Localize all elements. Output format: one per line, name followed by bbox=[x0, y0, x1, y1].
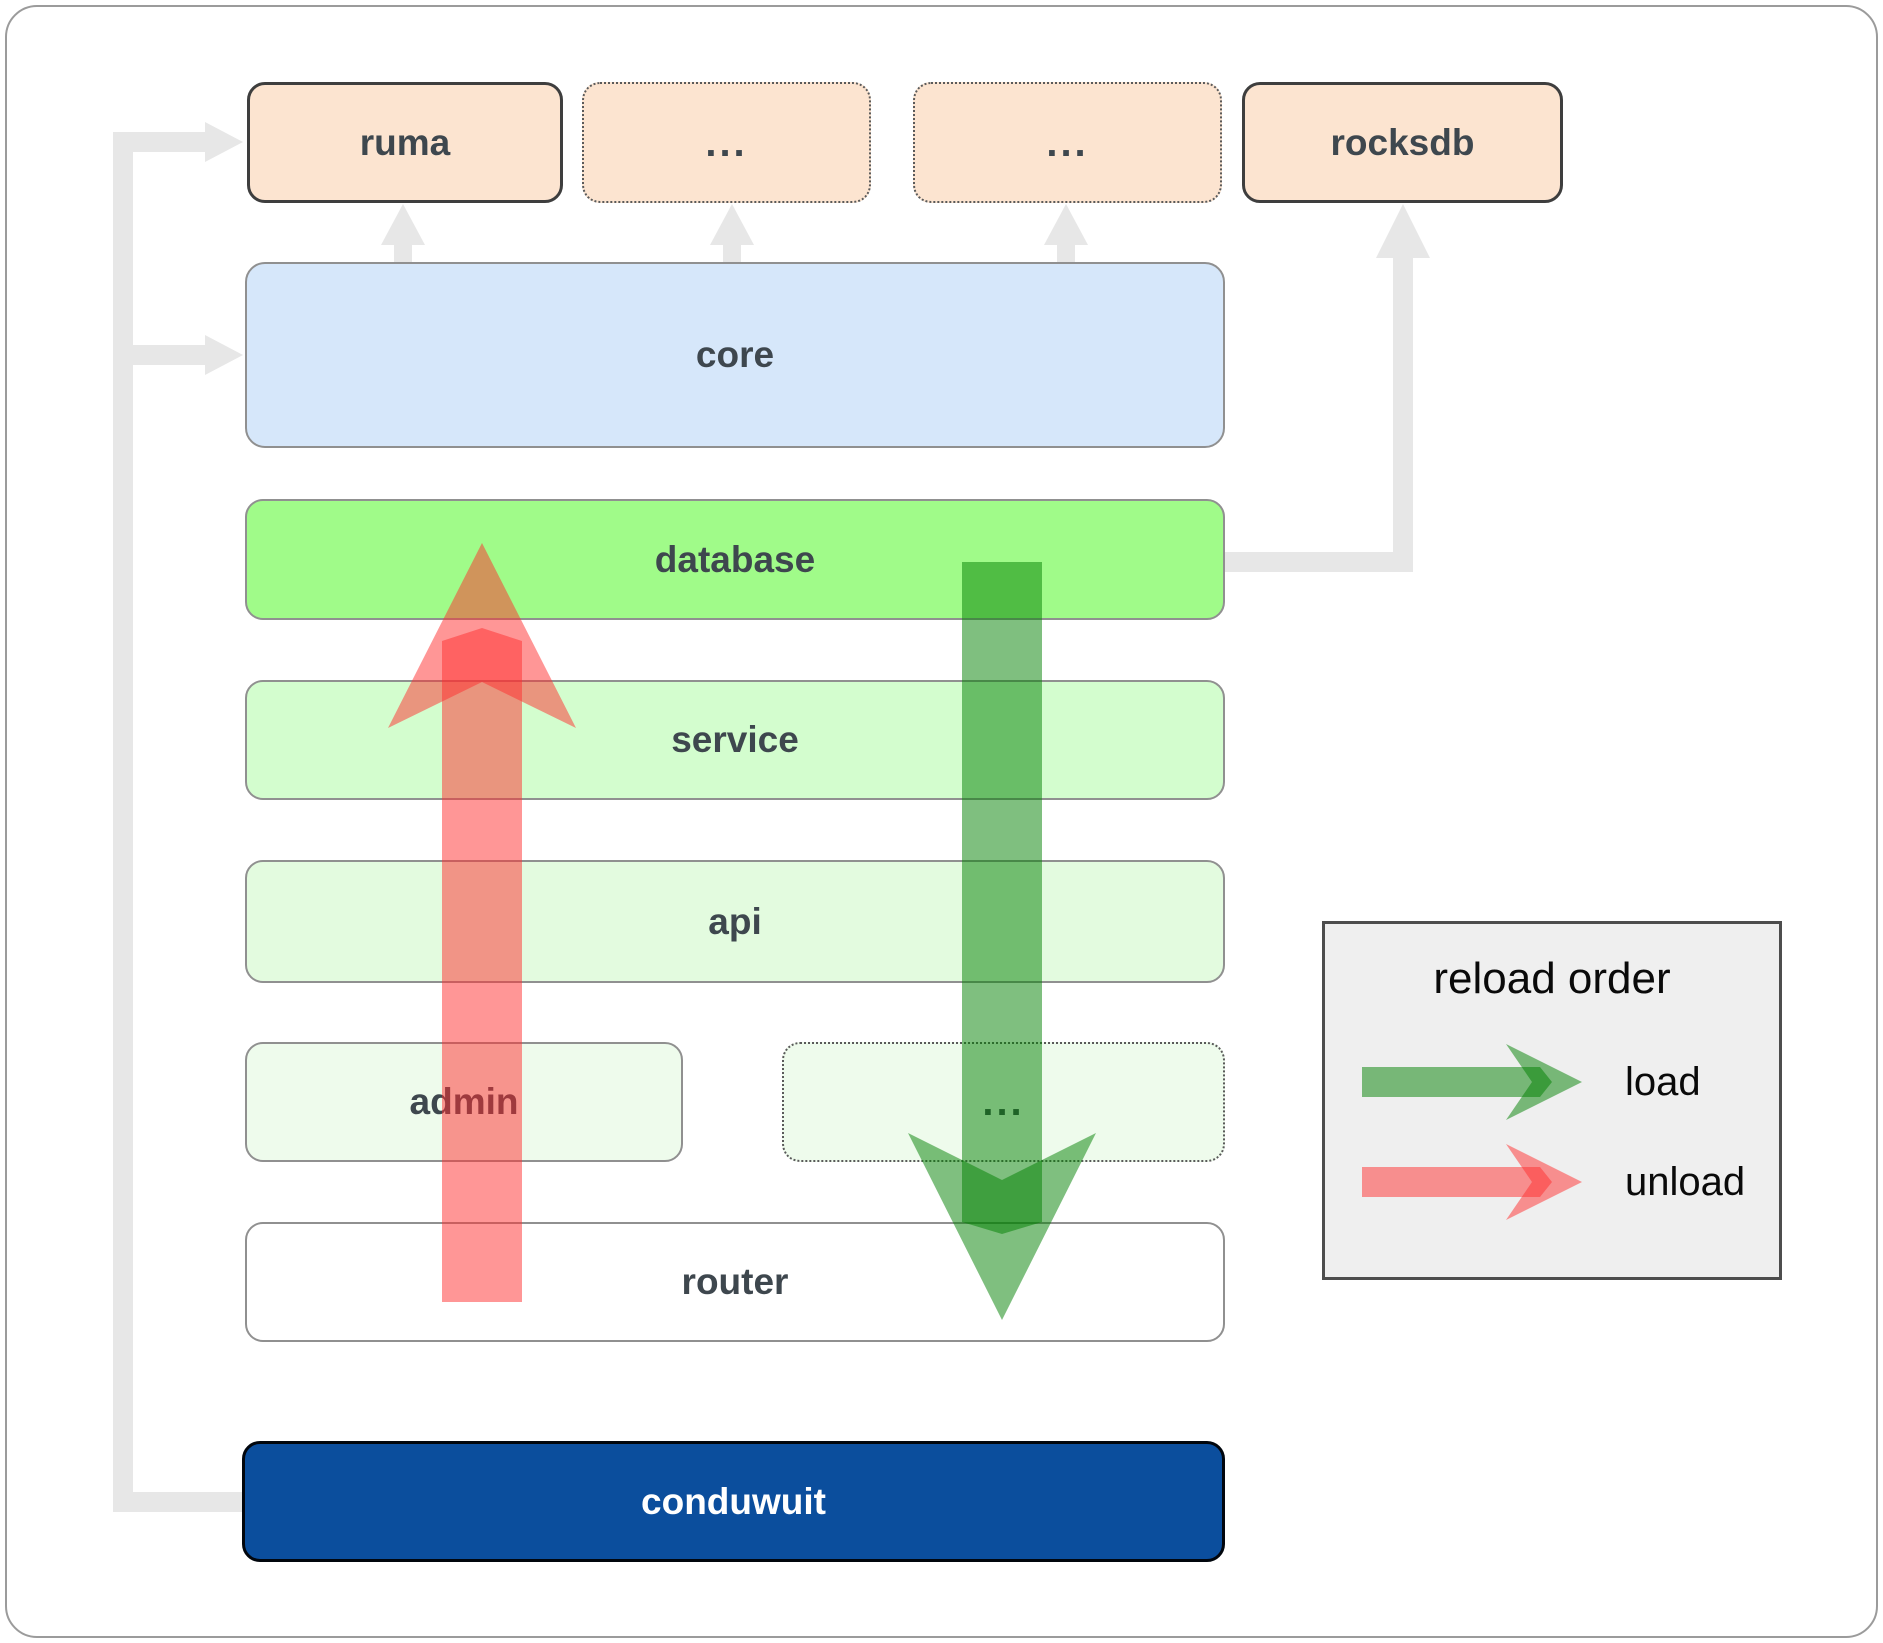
box-conduwuit: conduwuit bbox=[242, 1441, 1225, 1562]
box-ellipsis-top-2: ... bbox=[913, 82, 1222, 203]
box-api: api bbox=[245, 860, 1225, 983]
box-database-label: database bbox=[654, 538, 816, 580]
box-router-label: router bbox=[681, 1261, 789, 1302]
box-ruma-label: ruma bbox=[359, 121, 451, 163]
box-admin-label: admin bbox=[409, 1081, 519, 1122]
box-admin: admin bbox=[245, 1042, 683, 1162]
box-core: core bbox=[245, 262, 1225, 448]
box-ellipsis-top-1: ... bbox=[582, 82, 871, 203]
box-rocksdb-label: rocksdb bbox=[1330, 121, 1475, 163]
box-rocksdb: rocksdb bbox=[1242, 82, 1563, 203]
box-ellipsis-top-1-label: ... bbox=[705, 120, 748, 165]
box-ellipsis-mid: ... bbox=[782, 1042, 1225, 1162]
legend-load-label: load bbox=[1625, 1060, 1701, 1104]
box-ruma: ruma bbox=[247, 82, 563, 203]
box-ellipsis-mid-label: ... bbox=[982, 1080, 1025, 1124]
legend-title: reload order bbox=[1433, 954, 1671, 1003]
box-service-label: service bbox=[671, 719, 799, 760]
box-ellipsis-top-2-label: ... bbox=[1046, 120, 1089, 165]
diagram-outer-frame bbox=[5, 5, 1878, 1638]
box-conduwuit-label: conduwuit bbox=[641, 1480, 826, 1522]
box-router: router bbox=[245, 1222, 1225, 1342]
legend-reload-order: reload order load unload bbox=[1322, 921, 1782, 1280]
box-service: service bbox=[245, 680, 1225, 800]
box-core-label: core bbox=[695, 334, 775, 375]
legend-unload-label: unload bbox=[1625, 1160, 1746, 1204]
box-api-label: api bbox=[708, 900, 762, 942]
box-database: database bbox=[245, 499, 1225, 620]
